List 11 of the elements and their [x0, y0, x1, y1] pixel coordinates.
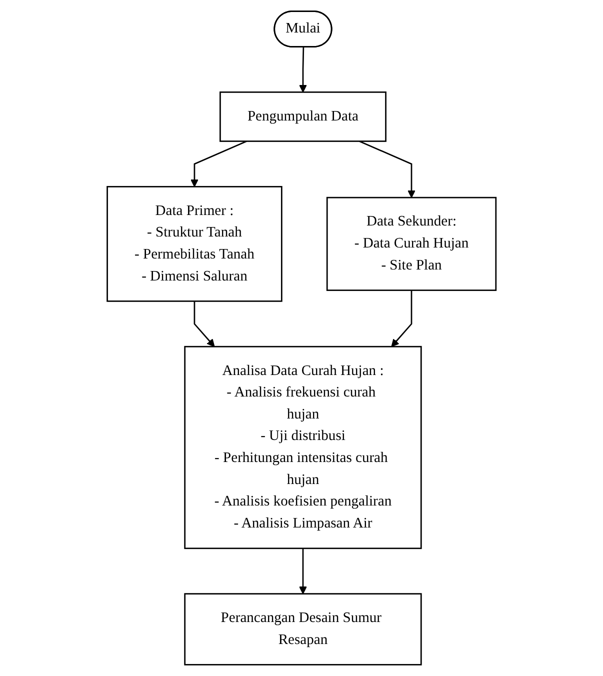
node-box: Data Primer : - Struktur Tanah - Permebilitas Tanah - Dimensi Saluran [106, 186, 282, 302]
arrow [298, 548, 307, 594]
arrow [194, 301, 215, 347]
node-box: Pengumpulan Data [219, 91, 386, 142]
arrow [391, 290, 412, 347]
arrow [298, 47, 307, 93]
node-box: Analisa Data Curah Hujan : - Analisis frekuensi curah hujan - Uji distribusi - Perhitungan intensitas curah hujan - Analisis koefisien pengaliran - Analisis Limpasan Air [184, 346, 422, 550]
node-box: Perancangan Desain Sumur Resapan [184, 593, 422, 666]
arrow [358, 140, 416, 198]
node-box: Data Sekunder: - Data Curah Hujan - Site Plan [326, 196, 496, 291]
arrow [190, 140, 247, 188]
